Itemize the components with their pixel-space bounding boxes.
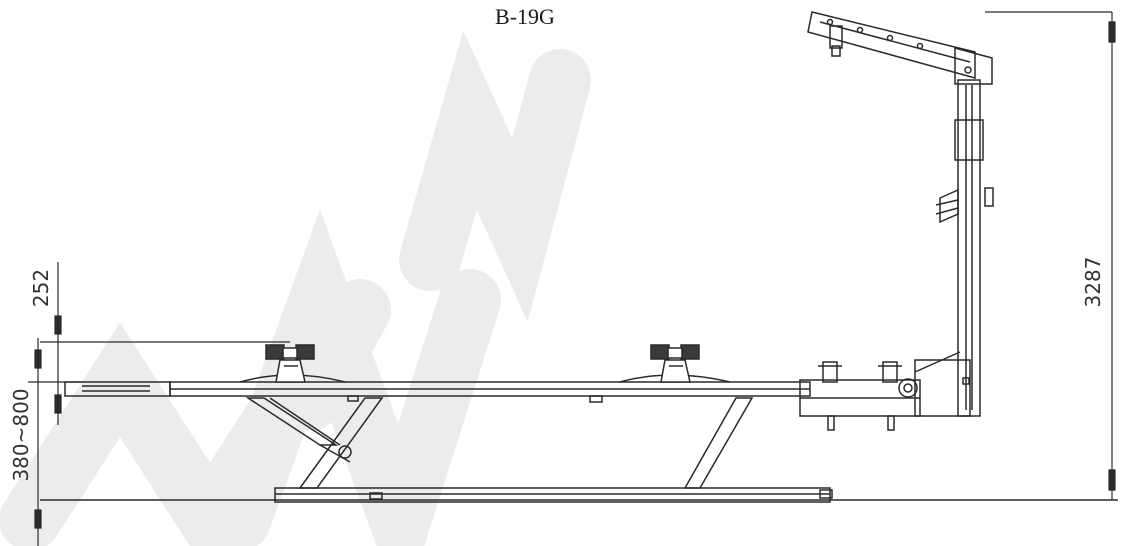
main-platform xyxy=(64,381,811,403)
tower-base xyxy=(799,351,971,431)
dimension-clamp-height xyxy=(40,262,290,425)
overall-height-label: 3287 xyxy=(1081,257,1105,308)
model-title: B-19G xyxy=(495,4,555,29)
tower-column xyxy=(935,79,994,417)
scissor-legs xyxy=(245,397,754,489)
platform-height-label: 380~800 xyxy=(9,388,33,481)
tower-arm xyxy=(807,11,993,85)
dimension-platform-height xyxy=(28,338,82,546)
clamp-height-label: 252 xyxy=(29,269,53,307)
watermark xyxy=(0,30,591,546)
base-rail xyxy=(274,487,833,503)
clamp-left xyxy=(239,344,346,383)
clamp-right xyxy=(619,344,731,383)
dimension-overall-height xyxy=(985,11,1116,500)
